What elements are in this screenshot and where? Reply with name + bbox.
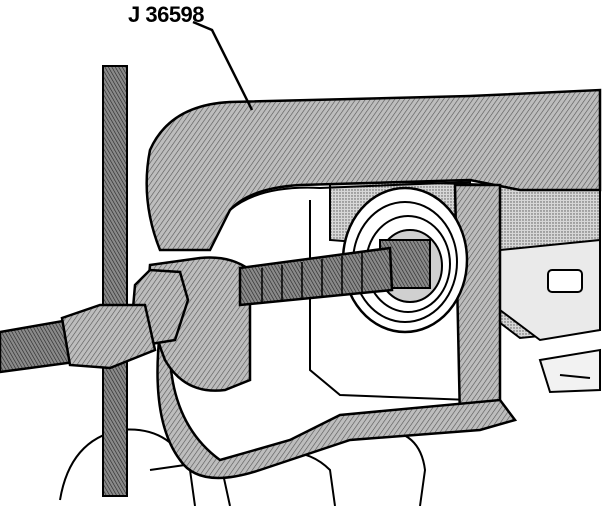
socket-icon: [60, 303, 157, 370]
extension-bar: [0, 303, 157, 374]
callout-leader: [192, 20, 254, 111]
bolt-head-icon: [547, 269, 583, 293]
seal-assembly: [341, 186, 469, 334]
vertical-rod: [102, 65, 128, 497]
tool-callout-label: J 36598: [128, 2, 205, 27]
